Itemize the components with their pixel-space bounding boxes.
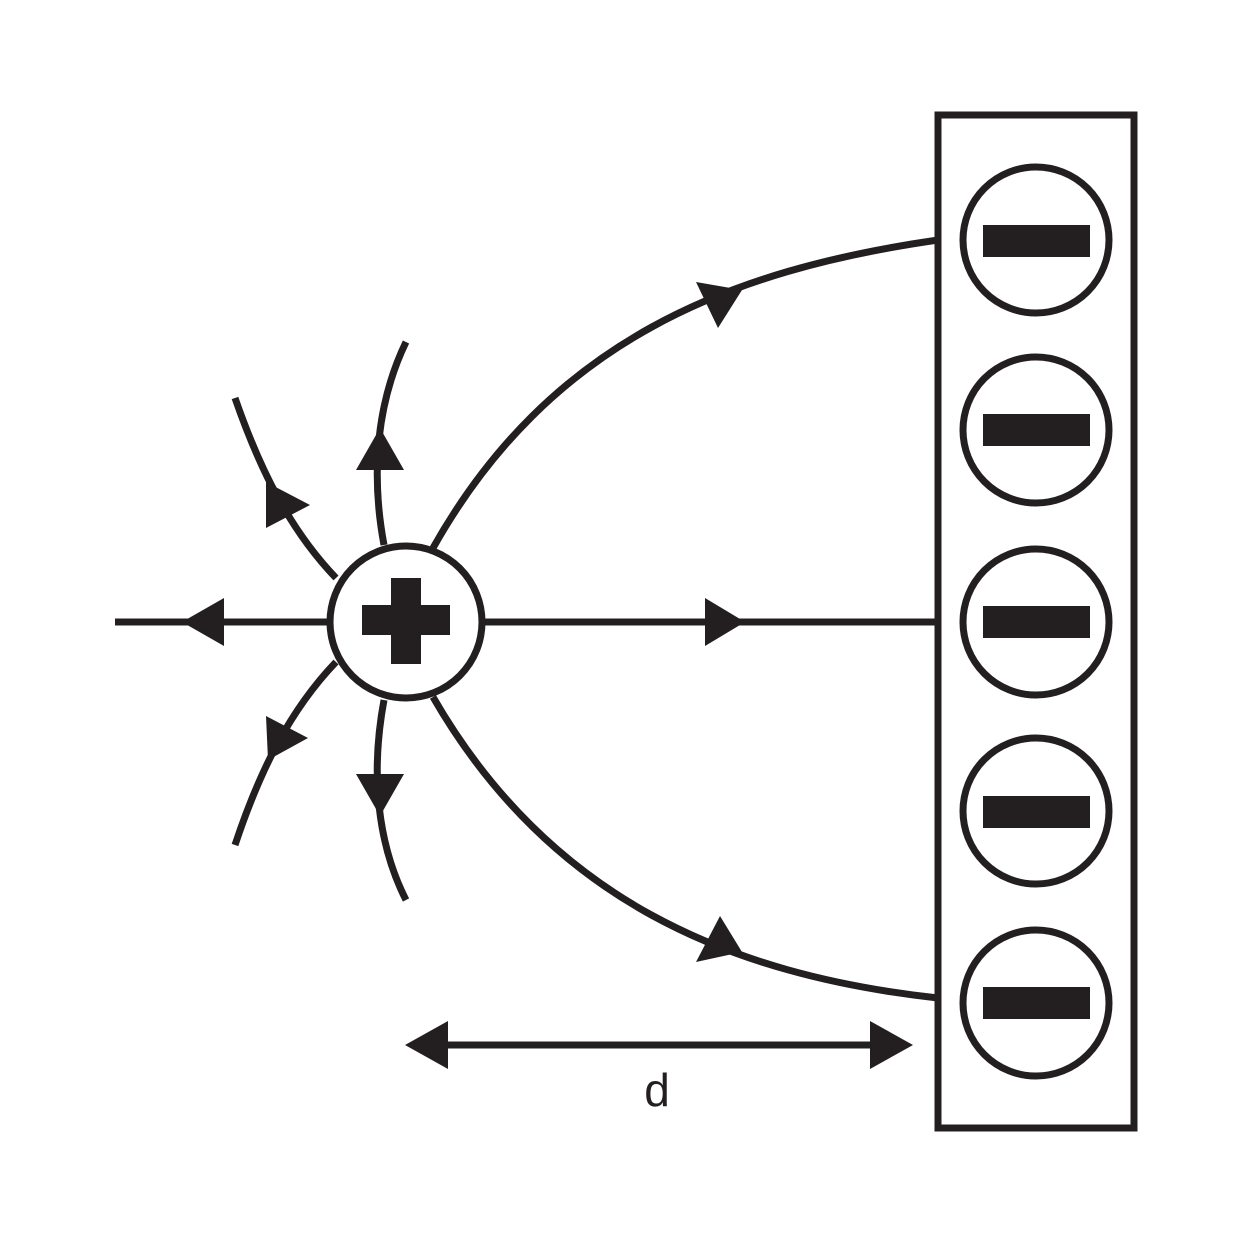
negative-charge-5 (959, 926, 1113, 1080)
field-line-upper-right (429, 236, 939, 550)
field-line-lower-left (231, 659, 339, 847)
minus-icon (983, 796, 1090, 828)
distance-indicator: d (405, 1021, 913, 1116)
arrow-left (182, 598, 224, 646)
arrow-lower-right (696, 916, 742, 962)
field-line-upper-left (231, 396, 339, 581)
distance-arrow-right (870, 1021, 913, 1069)
arrow-lower-left (266, 716, 308, 760)
minus-icon (983, 606, 1090, 638)
plus-icon (362, 578, 450, 664)
minus-icon (983, 414, 1090, 446)
negative-charge-2 (959, 353, 1113, 507)
negative-charge-1 (959, 163, 1113, 317)
arrow-upper-left (266, 482, 310, 528)
negative-charge-4 (959, 734, 1113, 888)
negative-plate (934, 111, 1138, 1132)
arrow-up (356, 428, 404, 470)
positive-charge (326, 542, 486, 702)
field-line-lower-right (429, 695, 939, 1002)
arrow-upper-right (696, 282, 742, 328)
arrow-down (356, 774, 404, 816)
minus-icon (983, 987, 1090, 1019)
field-lines (115, 236, 939, 1002)
negative-charge-3 (959, 545, 1113, 699)
distance-label: d (644, 1064, 670, 1116)
arrow-right (705, 598, 745, 646)
field-line-arrows (182, 282, 745, 962)
minus-icon (983, 225, 1090, 257)
distance-arrow-left (405, 1021, 448, 1069)
